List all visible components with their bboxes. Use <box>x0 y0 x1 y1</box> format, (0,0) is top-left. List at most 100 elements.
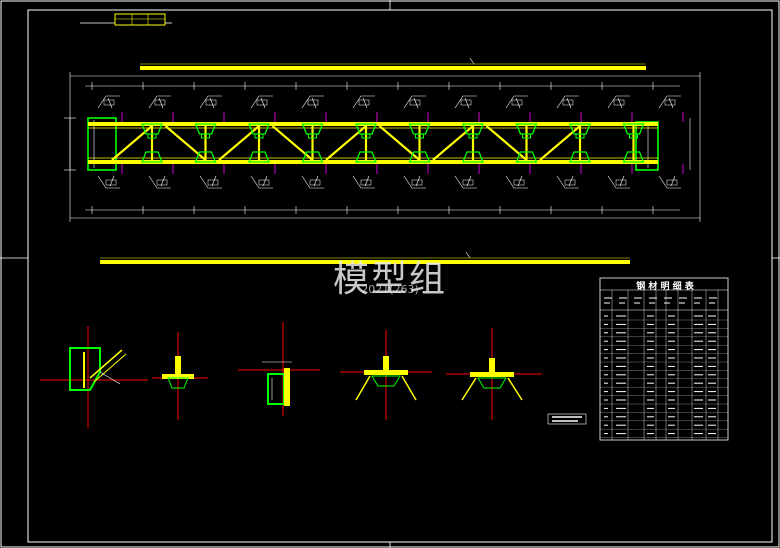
node-detail-2 <box>152 332 208 420</box>
elevation-dimensions <box>64 72 701 222</box>
gusset-plate <box>194 123 217 135</box>
stiffener <box>468 133 478 139</box>
gusset-plate <box>194 151 217 163</box>
annotation-box <box>613 99 625 106</box>
annotation-box <box>615 179 627 186</box>
node-detail-3 <box>238 322 320 416</box>
leader-line <box>148 175 171 189</box>
annotation-box <box>358 99 370 106</box>
leader-line <box>403 175 426 189</box>
annotation-box <box>156 179 168 186</box>
node-detail-1 <box>40 326 148 428</box>
steel-schedule-title: 钢 材 明 细 表 <box>636 282 694 292</box>
annotation-box <box>664 99 676 106</box>
annotation-box <box>460 99 472 106</box>
leader-line <box>301 95 324 109</box>
panel-annotations <box>91 82 684 214</box>
stiffener <box>575 133 585 139</box>
leader-line <box>148 95 171 109</box>
annotation-box <box>409 99 421 106</box>
leader-line <box>352 175 375 189</box>
annotation-box <box>562 99 574 106</box>
leader-line <box>250 95 273 109</box>
leader-line <box>658 95 681 109</box>
gusset-plate <box>141 123 163 135</box>
stiffener <box>201 133 210 139</box>
drawing-tag <box>80 13 172 26</box>
leader-line <box>97 95 120 109</box>
gusset-plate <box>301 123 324 135</box>
truss-diagonal <box>432 125 474 161</box>
leader-line <box>607 95 630 109</box>
leader-line <box>403 95 426 109</box>
truss-diagonal <box>485 125 528 161</box>
gusset-plate <box>248 151 270 163</box>
leader-line <box>658 175 681 189</box>
truss-diagonal <box>325 125 367 161</box>
gusset-plate <box>569 151 591 163</box>
leader-line <box>505 175 528 189</box>
gusset-plate <box>462 151 484 163</box>
truss-diagonal <box>111 125 153 161</box>
annotation-box <box>258 179 270 186</box>
gusset-plate <box>408 151 431 163</box>
truss-elevation <box>87 117 659 171</box>
truss-diagonal <box>271 125 314 161</box>
gusset-plate <box>515 151 538 163</box>
note-block <box>547 413 587 425</box>
leader-line <box>454 95 477 109</box>
top-chord-plan <box>140 57 646 70</box>
truss-diagonal <box>378 125 421 161</box>
leader-line <box>301 175 324 189</box>
watermark-subtitle: 2021(263) <box>361 283 419 296</box>
annotation-box <box>564 179 576 186</box>
steel-schedule-table <box>599 277 729 441</box>
annotation-box <box>462 179 474 186</box>
stiffener <box>361 133 371 139</box>
leader-line <box>556 175 579 189</box>
annotation-box <box>154 99 166 106</box>
leader-line <box>250 175 273 189</box>
annotation-box <box>360 179 372 186</box>
stiffener <box>147 133 157 139</box>
node-detail-4 <box>340 330 432 420</box>
stiffener <box>629 133 638 139</box>
bottom-chord-plan <box>100 251 630 264</box>
truss-diagonal <box>539 125 581 161</box>
stiffener <box>308 133 317 139</box>
gusset-plate <box>515 123 538 135</box>
gusset-plate <box>622 123 645 135</box>
leader-line <box>199 95 222 109</box>
gusset-plate <box>569 123 591 135</box>
truss-web-members <box>111 123 645 163</box>
gusset-plate <box>301 151 324 163</box>
gusset-plate <box>355 123 377 135</box>
truss-diagonal <box>164 125 207 161</box>
annotation-box <box>411 179 423 186</box>
gusset-plate <box>622 151 645 163</box>
annotation-box <box>256 99 268 106</box>
annotation-box <box>207 179 219 186</box>
leader-line <box>505 95 528 109</box>
leader-line <box>97 175 120 189</box>
node-detail-5 <box>446 328 542 420</box>
annotation-box <box>511 99 523 106</box>
gusset-plate <box>248 123 270 135</box>
gusset-plate <box>462 123 484 135</box>
stiffener <box>415 133 424 139</box>
leader-line <box>199 175 222 189</box>
truss-diagonal <box>218 125 260 161</box>
leader-line <box>556 95 579 109</box>
table-border <box>599 277 729 441</box>
annotation-box <box>105 179 117 186</box>
leader-line <box>454 175 477 189</box>
stiffener <box>254 133 264 139</box>
annotation-box <box>307 99 319 106</box>
annotation-box <box>513 179 525 186</box>
leader-line <box>607 175 630 189</box>
watermark: 模型组 <box>332 259 447 300</box>
gusset-plate <box>408 123 431 135</box>
stiffener <box>522 133 531 139</box>
